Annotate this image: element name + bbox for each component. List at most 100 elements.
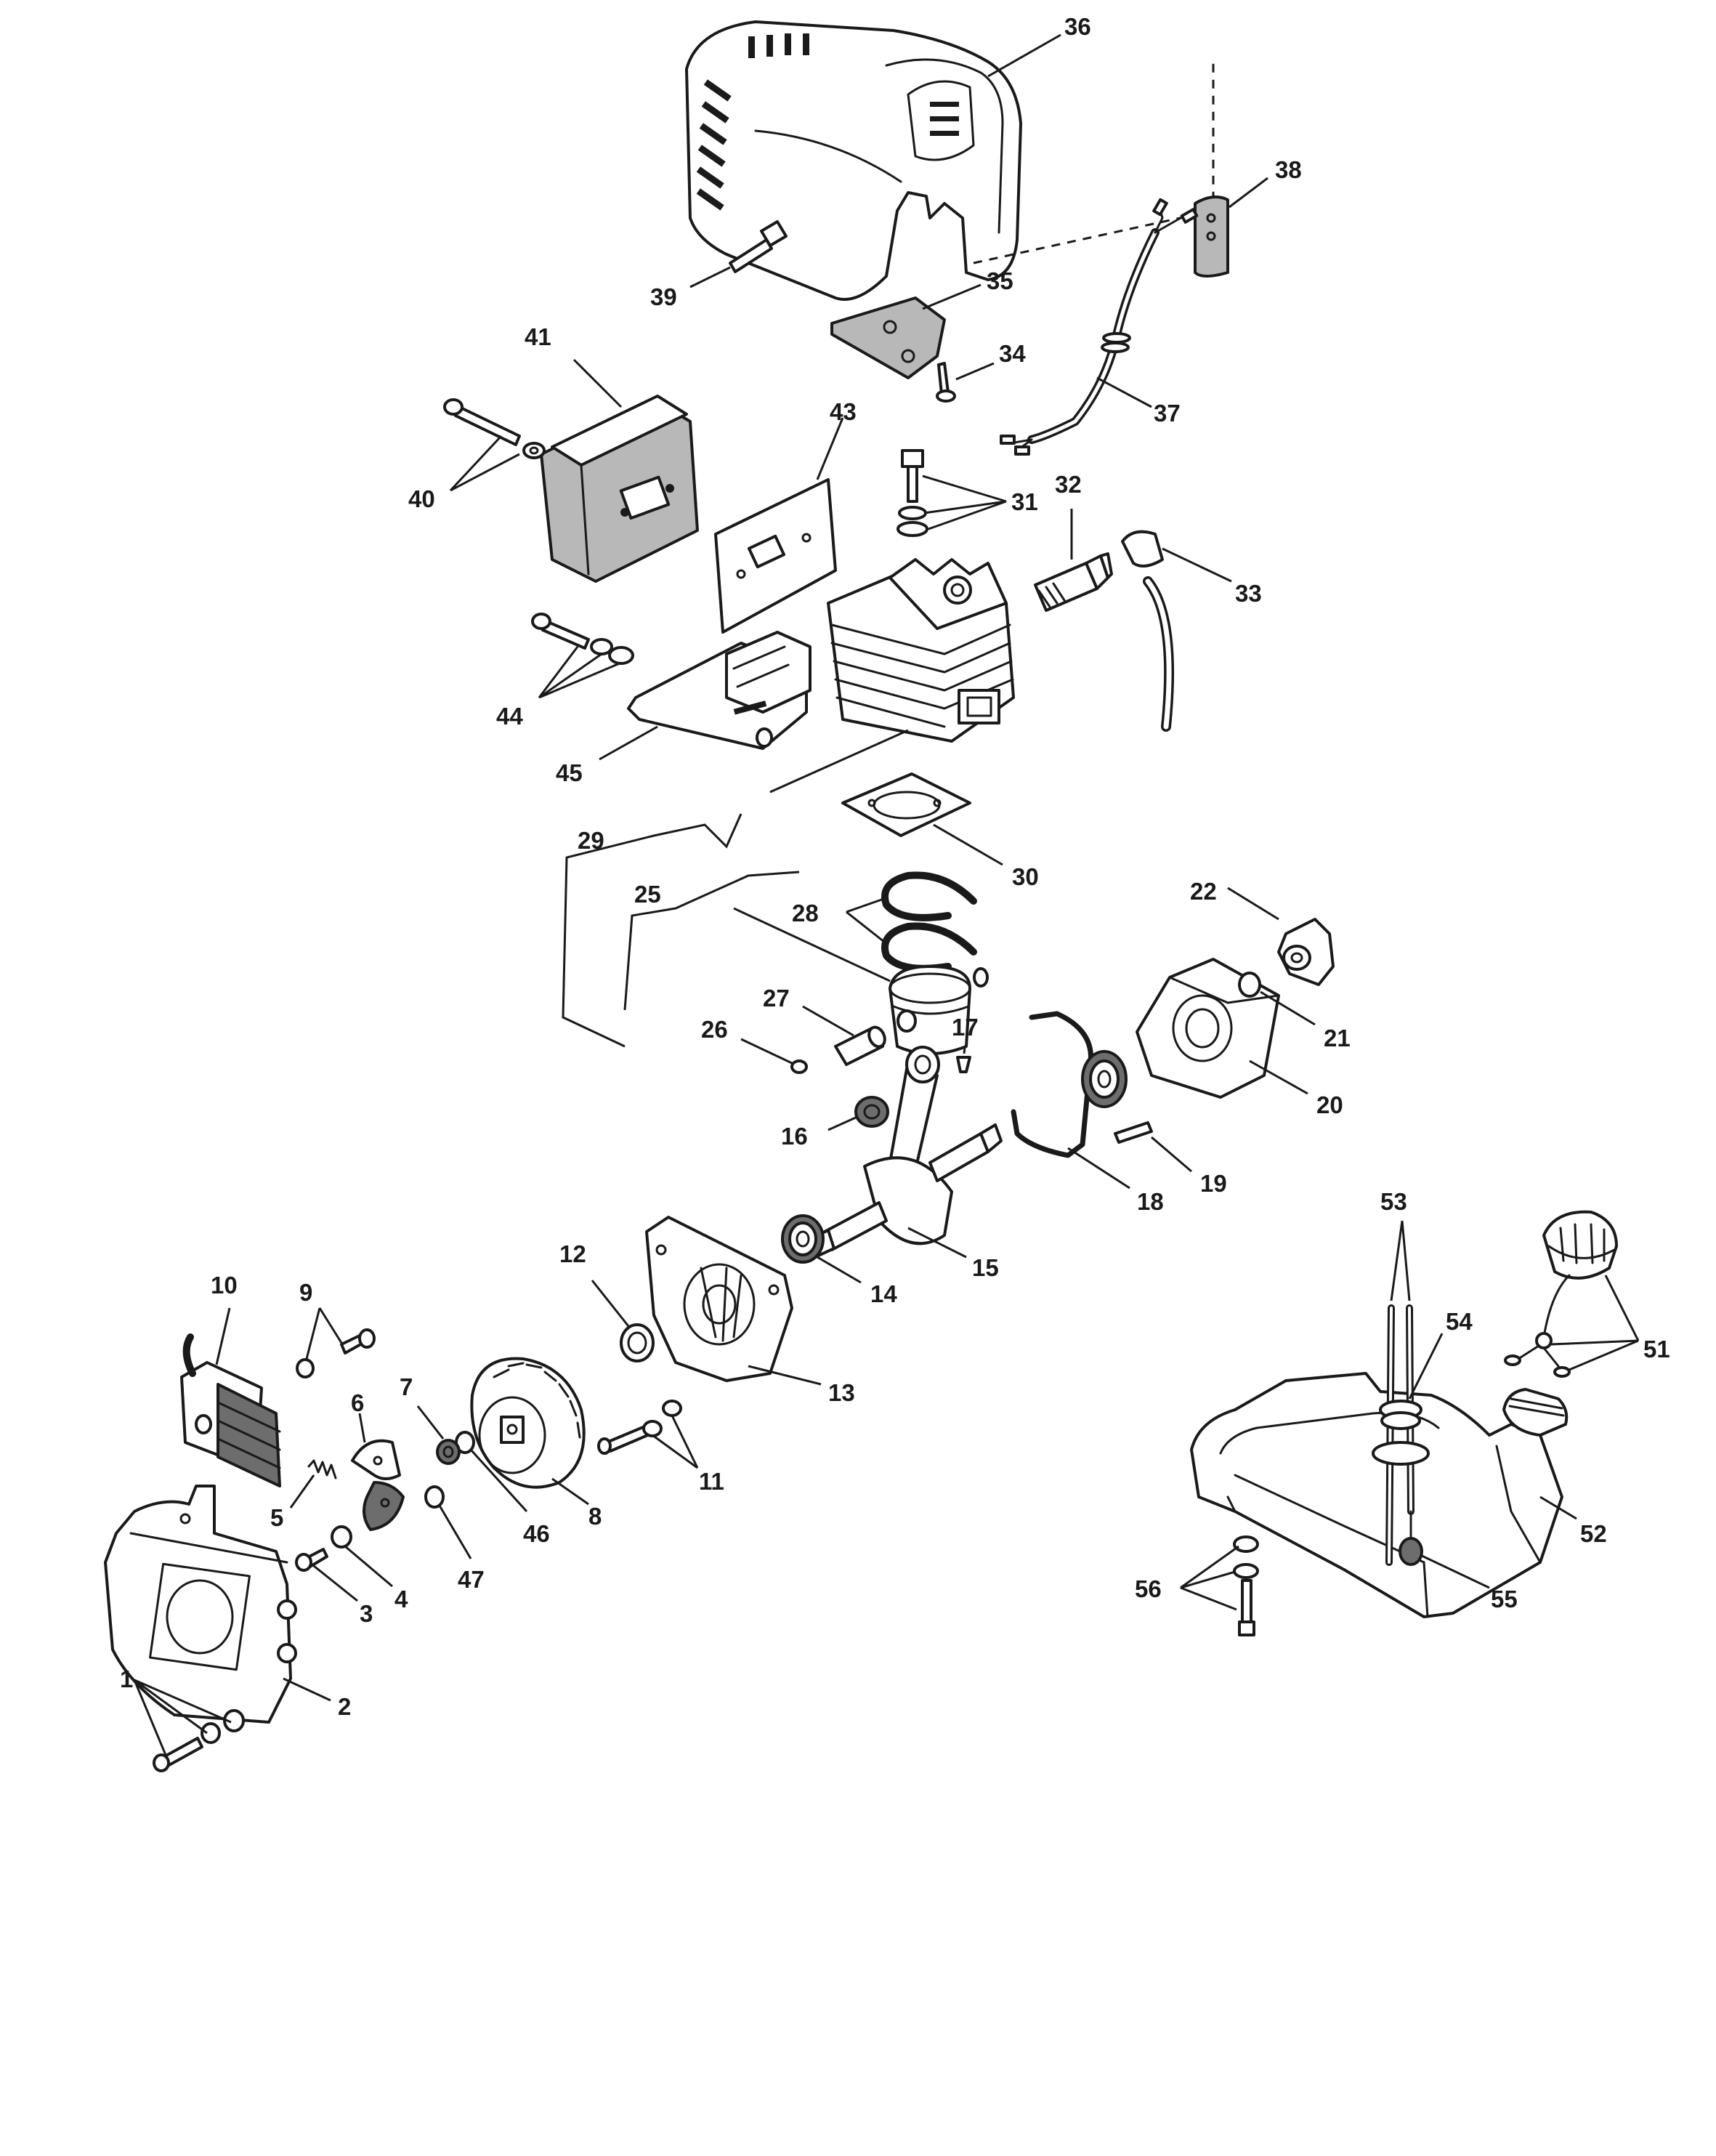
callout-56: 56 [1135, 1575, 1162, 1602]
piston-rings-part [881, 871, 977, 972]
ignition-coil-part [180, 1333, 281, 1487]
callout-1: 1 [120, 1666, 133, 1692]
crankcase-left-part [645, 1216, 793, 1382]
callout-46: 46 [523, 1520, 550, 1547]
cover-screw-part [729, 220, 788, 273]
cylinder-part [827, 558, 1015, 743]
crankcase-gasket-part [1011, 1011, 1093, 1158]
coil-screw-part [296, 1328, 376, 1378]
callout-35: 35 [987, 267, 1013, 294]
plate-screw-part [936, 362, 956, 403]
spark-plug-boot-part [1121, 530, 1175, 732]
fuel-filter-part [1399, 1510, 1423, 1566]
callout-2: 2 [338, 1693, 351, 1720]
clip-plate-part [1194, 195, 1229, 278]
fuel-cap-part [1504, 1210, 1618, 1378]
muffler-part [540, 395, 699, 583]
seal-ring-part [1238, 972, 1261, 998]
callout-47: 47 [458, 1566, 485, 1593]
callout-20: 20 [1316, 1091, 1343, 1118]
callout-55: 55 [1491, 1586, 1518, 1612]
pin-circlip-part [790, 1059, 808, 1074]
callout-51: 51 [1643, 1336, 1670, 1362]
muffler-gasket-part [714, 478, 837, 634]
oil-seal-part [620, 1323, 655, 1362]
callout-17: 17 [952, 1014, 979, 1041]
callout-26: 26 [701, 1016, 728, 1043]
cylinder-gasket-part [841, 772, 971, 837]
callout-31: 31 [1011, 488, 1038, 515]
clutch-shoes-part [351, 1439, 405, 1531]
callout-54: 54 [1446, 1308, 1473, 1335]
piston-circlip-part [973, 967, 989, 988]
crankcase-bolt-part [597, 1400, 682, 1455]
callout-5: 5 [270, 1504, 283, 1531]
filter-bolt-part [531, 613, 634, 665]
callout-36: 36 [1064, 13, 1091, 40]
clutch-spring-part [307, 1459, 337, 1479]
callout-22: 22 [1190, 878, 1217, 905]
callout-40: 40 [408, 485, 435, 512]
callout-45: 45 [556, 759, 583, 786]
callout-15: 15 [972, 1254, 999, 1281]
callout-33: 33 [1235, 580, 1262, 607]
piston-group-bracket [623, 871, 800, 1011]
callout-25: 25 [634, 881, 661, 908]
cover-vent-slots [696, 33, 959, 211]
callout-28: 28 [792, 900, 819, 926]
flywheel-nut-part [436, 1439, 461, 1465]
callout-11: 11 [699, 1468, 724, 1495]
cover-bolt-part [295, 1548, 328, 1572]
flywheel-part [470, 1357, 586, 1489]
callout-43: 43 [830, 398, 857, 425]
part-callouts: 1 2 3 4 5 6 7 8 9 10 11 12 13 14 15 16 1… [120, 13, 1670, 1720]
callout-30: 30 [1012, 863, 1039, 890]
callout-10: 10 [211, 1272, 238, 1299]
ignition-cable-part [1000, 198, 1199, 456]
callout-34: 34 [999, 340, 1026, 367]
callout-52: 52 [1580, 1520, 1607, 1547]
piston-pin-part [834, 1025, 886, 1066]
callout-8: 8 [588, 1503, 602, 1530]
fuel-tank-part [1190, 1372, 1569, 1618]
air-filter-housing-part [627, 631, 812, 750]
crankshaft-part [809, 1046, 1003, 1259]
callout-6: 6 [351, 1389, 364, 1416]
callout-39: 39 [650, 283, 677, 310]
pump-cover-part [1277, 918, 1335, 986]
callout-29: 29 [578, 827, 604, 854]
callout-9: 9 [299, 1279, 312, 1306]
cylinder-group-bracket [562, 813, 742, 1048]
piston-part [889, 965, 971, 1055]
callout-27: 27 [763, 985, 790, 1012]
retaining-key-part [956, 1056, 971, 1073]
cover-washer-part [331, 1525, 352, 1549]
dowel-pin-part [1114, 1121, 1153, 1144]
muffler-bolt-part [443, 398, 546, 459]
clutch-washer-part [424, 1485, 445, 1509]
housing-screw-part [153, 1709, 245, 1772]
cylinder-bolt-part [897, 449, 928, 537]
crank-bearing-part [781, 1214, 825, 1264]
callout-18: 18 [1137, 1188, 1164, 1215]
callout-12: 12 [559, 1240, 586, 1267]
callout-13: 13 [828, 1379, 855, 1406]
tank-screw-part [1233, 1535, 1259, 1636]
callout-38: 38 [1275, 156, 1302, 183]
callout-21: 21 [1324, 1025, 1351, 1051]
fan-housing-part [104, 1485, 297, 1724]
callout-19: 19 [1200, 1170, 1227, 1197]
cover-plate-part [830, 296, 946, 379]
callout-37: 37 [1154, 400, 1181, 427]
callout-14: 14 [870, 1280, 897, 1307]
needle-bearing-part [854, 1096, 889, 1128]
callout-3: 3 [360, 1600, 373, 1627]
callout-44: 44 [496, 703, 523, 730]
callout-41: 41 [525, 323, 551, 350]
callout-32: 32 [1055, 471, 1082, 498]
spark-plug-part [1034, 552, 1113, 612]
callout-53: 53 [1380, 1188, 1407, 1215]
callout-16: 16 [781, 1123, 808, 1150]
fuel-grommet-part [1372, 1400, 1430, 1466]
